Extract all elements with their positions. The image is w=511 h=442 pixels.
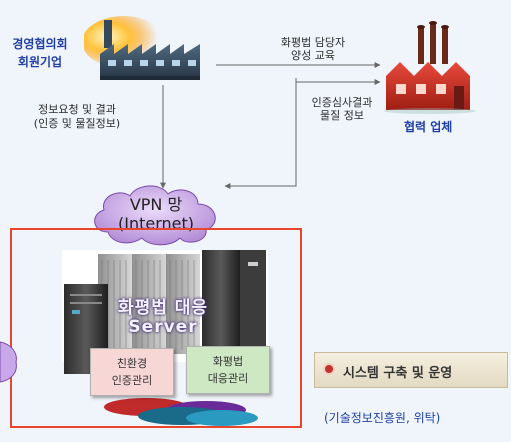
training-flow-line2: 양성 교육 bbox=[291, 49, 335, 62]
partner-factory-icon bbox=[384, 21, 476, 114]
regulation-box: 화평법 대응관리 bbox=[186, 346, 270, 394]
regulation-line1: 화평법 bbox=[212, 355, 244, 368]
left-cloud-fragment bbox=[0, 341, 17, 383]
training-flow-line1: 화평법 담당자 bbox=[280, 36, 346, 49]
vpn-line1: VPN 망 bbox=[129, 195, 183, 214]
cert-result-connector bbox=[224, 78, 297, 189]
server-line2: Server bbox=[128, 317, 198, 337]
info-flow-line1: 정보요청 및 결과 bbox=[38, 103, 116, 116]
server-label: 화평법 대응 Server bbox=[88, 299, 238, 337]
cert-flow-line2: 물질 정보 bbox=[320, 109, 364, 122]
system-operation-banner: 시스템 구축 및 운영 bbox=[314, 352, 508, 388]
member-company-line2: 회원기업 bbox=[17, 55, 63, 69]
eco-cert-line1: 친환경 bbox=[116, 357, 148, 370]
server-rack-icon bbox=[62, 250, 268, 374]
base-discs-icon bbox=[104, 398, 258, 426]
training-flow-label: 화평법 담당자 양성 교육 bbox=[268, 36, 358, 62]
eco-cert-line2: 인증관리 bbox=[111, 374, 153, 387]
system-frame bbox=[10, 228, 302, 428]
regulation-line2: 대응관리 bbox=[207, 372, 249, 385]
info-flow-label: 정보요청 및 결과 (인증 및 물질정보) bbox=[22, 103, 132, 131]
member-company-line1: 경영협의회 bbox=[12, 37, 68, 51]
info-flow-line2: (인증 및 물질정보) bbox=[33, 117, 121, 130]
factory-icon bbox=[84, 16, 200, 80]
cert-flow-line1: 인증심사결과 bbox=[311, 96, 373, 109]
server-line1: 화평법 대응 bbox=[117, 298, 209, 318]
partner-label: 협력 업체 bbox=[404, 120, 453, 134]
cert-flow-label: 인증심사결과 물질 정보 bbox=[306, 96, 378, 122]
eco-cert-box: 친환경 인증관리 bbox=[90, 348, 174, 396]
operator-label: (기술정보진흥원, 위탁) bbox=[324, 411, 441, 425]
system-operation-label: 시스템 구축 및 운영 bbox=[343, 366, 453, 381]
member-company-label: 경영협의회 회원기업 bbox=[0, 35, 80, 71]
bullet-icon bbox=[325, 365, 333, 373]
vpn-cloud-icon bbox=[94, 185, 216, 246]
